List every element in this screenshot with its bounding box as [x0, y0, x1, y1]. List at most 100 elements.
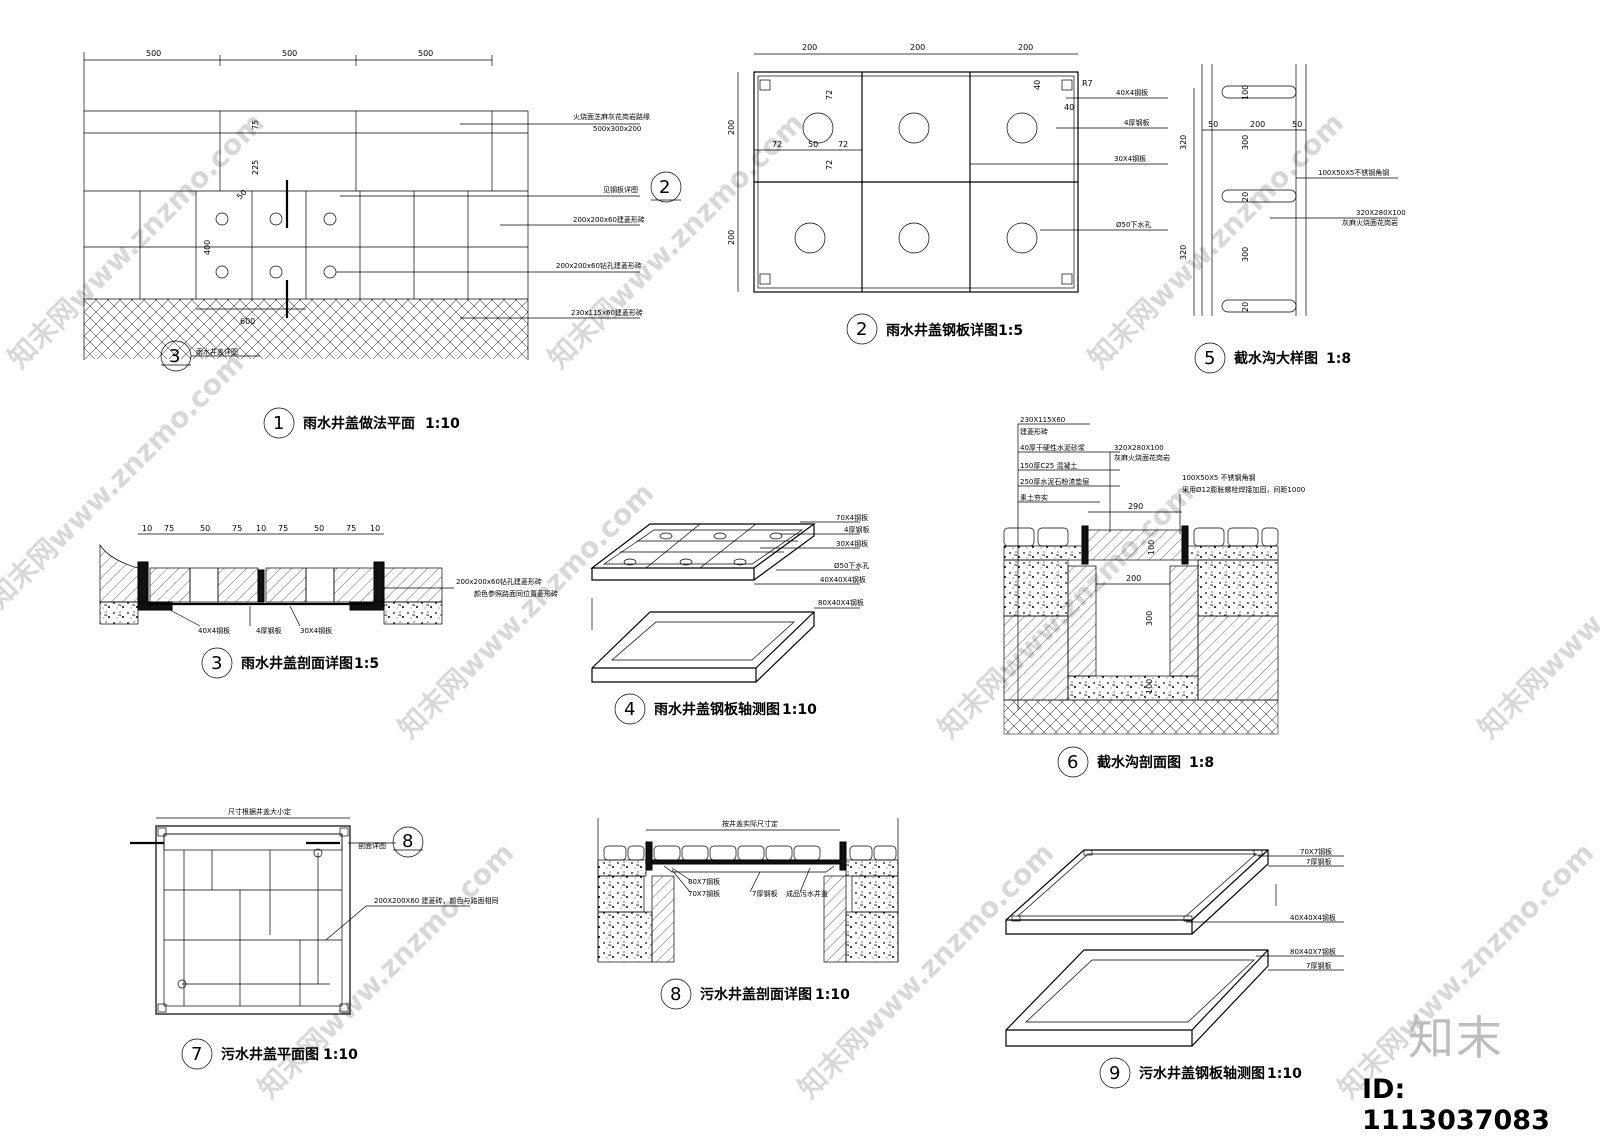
note-label: 40厚干硬性水泥砂浆: [1020, 443, 1085, 452]
drawing-number-bubble: [1057, 746, 1089, 778]
drawing-number-bubble: [263, 407, 295, 439]
dim-label: 50: [314, 524, 324, 533]
dim-label: 20: [1241, 192, 1250, 202]
drawing-scale: 1:10: [323, 1047, 358, 1063]
note-label: 30X4钢板: [1114, 154, 1146, 163]
note-label: Ø50下水孔: [1116, 220, 1151, 229]
dim-label: 200: [910, 43, 925, 52]
note-label: 70X7钢板: [688, 889, 720, 898]
drawing-number-bubble: [181, 1038, 213, 1070]
detail-ref-bubble: [392, 826, 424, 858]
note-label: 200x200x60钻孔建菱形砖: [456, 577, 542, 586]
note-label: 尺寸根据井盖大小定: [228, 807, 291, 816]
note-label: 320X280X100: [1356, 209, 1406, 217]
dim-label: 72: [772, 140, 782, 149]
dim-label: 200: [727, 230, 736, 245]
note-label: 150厚C25 混凝土: [1020, 461, 1077, 470]
drawing-scale: 1:5: [998, 323, 1023, 339]
drawing-7-sewer-plan: 尺寸根据井盖大小定 剖面详图 8 200X200X60 建菱砖，颜色与路面相同 …: [130, 807, 498, 1070]
dim-label: 300: [1145, 611, 1154, 626]
dim-label: 500: [146, 49, 161, 58]
note-label: 230X115X60: [1020, 416, 1065, 424]
drawing-8-sewer-section: 按井盖实际尺寸定 80X7钢板 70X7钢板: [597, 818, 899, 1010]
dim-label: 200: [727, 120, 736, 135]
drawing-number-bubble: [1099, 1057, 1131, 1089]
note-label: 剖面详图: [358, 841, 386, 850]
note-label: 40X40X4钢板: [1290, 913, 1336, 922]
dim-label: 72: [838, 140, 848, 149]
note-label: 40X40X4钢板: [820, 575, 866, 584]
dim-label: 72: [825, 160, 834, 170]
dim-label: 200: [802, 43, 817, 52]
note-label: 250厚水泥石粉渣垫层: [1020, 477, 1089, 486]
dim-label: 10: [256, 524, 266, 533]
note-label: 火烧面芝麻灰花岗岩路缘: [573, 112, 650, 121]
dim-label: 200: [1018, 43, 1033, 52]
note-label: 30X4钢板: [836, 539, 868, 548]
drawing-scale: 1:8: [1189, 755, 1214, 771]
note-label: 按井盖实际尺寸定: [722, 819, 778, 828]
dim-label: 290: [1128, 502, 1143, 511]
dim-label: 225: [251, 160, 260, 175]
note-label: 建菱形砖: [1020, 427, 1048, 436]
watermark: 知末网www.znzmo.com: [542, 106, 811, 375]
drawing-title: 截水沟大样图: [1234, 350, 1318, 367]
drawing-number: 8: [670, 984, 681, 1005]
note-label: 素土夯实: [1020, 493, 1048, 502]
drawing-title: 截水沟剖面图: [1097, 754, 1181, 771]
drawing-3-section: 10 75 50 75 10 75 50 75 10 200x200x60钻孔建…: [99, 524, 558, 679]
drawing-title: 污水井盖平面图: [221, 1046, 319, 1063]
drawing-6-trench-section: 230X115X60 建菱形砖 40厚干硬性水泥砂浆 150厚C25 混凝土 2…: [1003, 416, 1305, 778]
note-label: 200x200x60钻孔建菱形砖: [556, 261, 642, 270]
drawing-scale: 1:10: [425, 416, 460, 432]
note-label: 230x115x60建菱形砖: [571, 308, 643, 317]
detail-ref-bubble: [650, 171, 682, 203]
note-label: 颜色参照路面同位置菱形砖: [474, 589, 558, 598]
dim-label: 500: [282, 49, 297, 58]
dim-label: R7: [1082, 79, 1093, 88]
dim-label: 500: [418, 49, 433, 58]
drawing-number: 9: [1109, 1063, 1120, 1084]
dim-label: 300: [1241, 247, 1250, 262]
dim-label: 75: [164, 524, 174, 533]
drawing-number: 4: [624, 699, 635, 720]
note-label: 4厚钢板: [844, 525, 869, 534]
note-label: 雨水井盖详图: [196, 347, 238, 356]
note-label: 7厚钢板: [1306, 961, 1331, 970]
dim-label: 75: [346, 524, 356, 533]
note-label: 80X40X4钢板: [818, 598, 864, 607]
note-label: 80X40X7钢板: [1290, 947, 1336, 956]
dim-label: 400: [203, 240, 212, 255]
drawing-number: 2: [856, 319, 867, 340]
detail-ref-number: 8: [402, 831, 413, 852]
drawing-number-bubble: [201, 647, 233, 679]
drawing-number: 1: [273, 413, 284, 434]
drawing-2-steel-plate: 200 200 200 200 200 72 50 72 72 72 40 40…: [727, 43, 1168, 345]
drawing-title: 雨水井盖做法平面: [303, 415, 415, 432]
dim-label: 20: [1241, 302, 1250, 312]
note-label: 70X4钢板: [836, 513, 868, 522]
drawing-title: 雨水井盖剖面详图: [241, 655, 353, 672]
drawing-number-bubble: [660, 978, 692, 1010]
dim-label: 200: [1126, 574, 1141, 583]
note-label: 灰麻火烧面花岗岩: [1114, 453, 1170, 462]
id-label: ID: 1113037083: [1362, 1074, 1550, 1136]
drawing-number: 3: [211, 653, 222, 674]
dim-label: 75: [251, 120, 260, 130]
detail-ref-number: 3: [169, 346, 180, 367]
dim-label: 50: [1292, 120, 1302, 129]
note-label: 40X4钢板: [198, 626, 230, 635]
drawing-9-sewer-axonometric: 70X7钢板 7厚钢板 40X40X4钢板 80X40X7钢板 7厚钢板 9 污…: [1005, 847, 1344, 1089]
dim-label: 50: [808, 140, 818, 149]
note-label: Ø50下水孔: [834, 561, 869, 570]
note-label: 灰麻火烧面花岗岩: [1342, 218, 1398, 227]
drawing-number: 6: [1067, 752, 1078, 773]
drawing-number: 5: [1204, 348, 1215, 369]
drawing-number-bubble: [846, 313, 878, 345]
watermark: 知末网www.znzmo.com: [1472, 476, 1600, 745]
drawing-scale: 1:10: [815, 987, 850, 1003]
note-label: 100X50X5 不锈钢角钢: [1182, 473, 1256, 482]
dim-label: 200: [1250, 120, 1265, 129]
drawing-scale: 1:8: [1326, 351, 1351, 367]
note-label: 100X50X5不锈钢角钢: [1318, 168, 1389, 177]
